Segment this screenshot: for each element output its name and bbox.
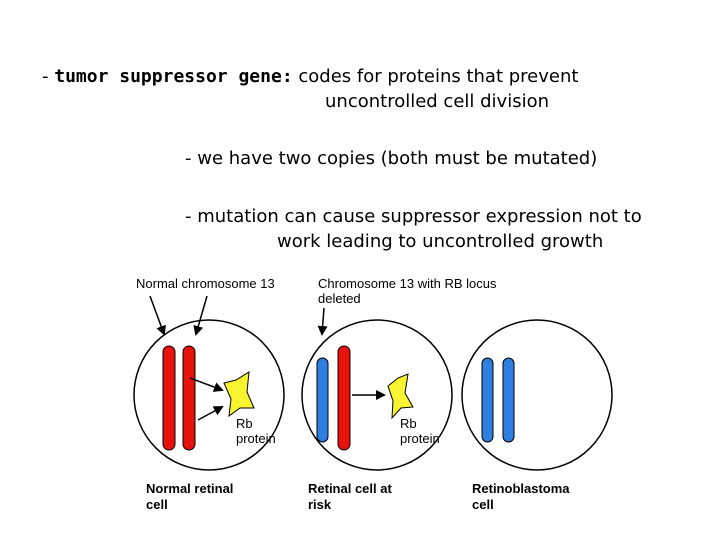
pointer-arrow (317, 307, 328, 336)
bullet-2-text: we have two copies (both must be mutated… (197, 148, 598, 169)
term-colon: : (281, 66, 293, 87)
retinoblastoma-cell-circle (461, 319, 613, 471)
bullet-3-text-line-1: mutation can cause suppressor expression… (197, 206, 642, 227)
definition-line-2: uncontrolled cell division (325, 91, 550, 112)
rb-protein-shape (223, 371, 255, 418)
definition-line-1: codes for proteins that prevent (298, 66, 579, 87)
caption-normal-retinal-cell-line-1: Normal retinal (146, 481, 234, 496)
production-arrow (197, 406, 224, 421)
bullet-3-line-1: - mutation can cause suppressor expressi… (185, 205, 642, 229)
deleted-chromosome (316, 357, 329, 443)
pointer-arrow (193, 295, 208, 336)
bullet-dash: - (185, 148, 192, 169)
pointer-arrow (149, 295, 166, 336)
caption-normal-retinal-cell-line-2: cell (146, 497, 168, 512)
bullet-1-line-1: - tumor suppressor gene: codes for prote… (42, 65, 578, 89)
caption-retinoblastoma-cell-line-1: Retinoblastoma (472, 481, 570, 496)
label-deleted-chromosome-line-1: Chromosome 13 with RB locus (318, 276, 497, 291)
bullet-dash: - (185, 206, 192, 227)
bullet-dash: - (42, 66, 49, 87)
rb-protein-label-line-2: protein (236, 431, 276, 446)
label-normal-chromosome: Normal chromosome 13 (136, 276, 275, 291)
rb-protein-label-line-2: protein (400, 431, 440, 446)
caption-retinal-cell-at-risk-line-1: Retinal cell at (308, 481, 392, 496)
rb-protein-label-line-1: Rb (400, 416, 417, 431)
label-deleted-chromosome-line-2: deleted (318, 291, 361, 306)
caption-retinoblastoma-cell-line-2: cell (472, 497, 494, 512)
normal-chromosome (337, 345, 351, 451)
term-tumor-suppressor-gene: tumor suppressor gene (54, 66, 282, 87)
deleted-chromosome (481, 357, 494, 443)
at-risk-cell-circle (301, 319, 453, 471)
normal-chromosome (182, 345, 196, 451)
normal-retinal-cell-circle (133, 319, 285, 471)
deleted-chromosome (502, 357, 515, 443)
rb-protein-shape (387, 373, 414, 420)
bullet-2: - we have two copies (both must be mutat… (185, 147, 597, 171)
normal-chromosome (162, 345, 176, 451)
production-arrow (189, 377, 224, 392)
bullet-3-text-line-2: work leading to uncontrolled growth (277, 231, 604, 252)
caption-retinal-cell-at-risk-line-2: risk (308, 497, 332, 512)
rb-protein-label-line-1: Rb (236, 416, 253, 431)
